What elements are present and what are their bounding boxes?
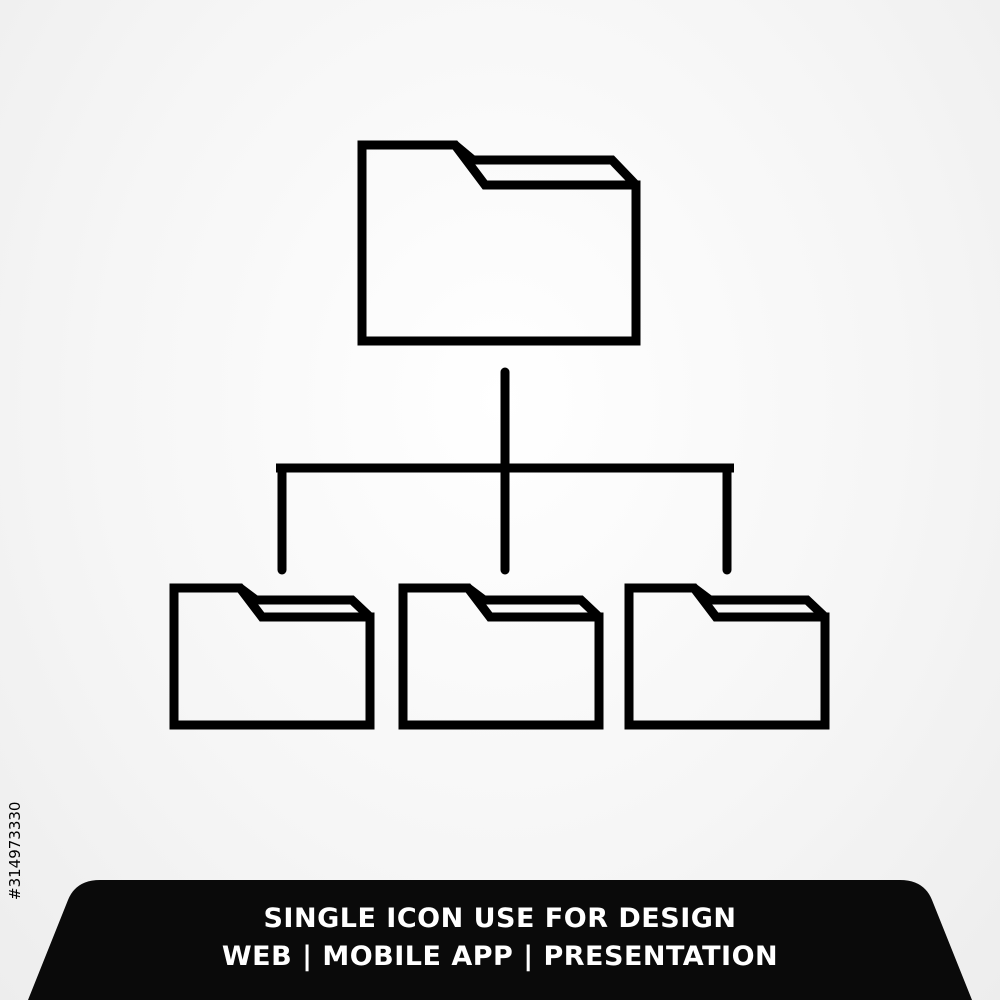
hierarchy-connector-lines: [276, 367, 734, 575]
child-folder-middle-icon: [398, 583, 604, 730]
banner-line-1: SINGLE ICON USE FOR DESIGN: [263, 903, 737, 934]
banner-line-2: WEB | MOBILE APP | PRESENTATION: [221, 941, 779, 972]
parent-folder-icon: [357, 140, 641, 346]
child-folder-left-icon: [169, 583, 375, 730]
stock-id-label: #314973330: [6, 801, 24, 900]
banner-background: [28, 880, 972, 1000]
child-folder-right-icon: [624, 583, 830, 730]
